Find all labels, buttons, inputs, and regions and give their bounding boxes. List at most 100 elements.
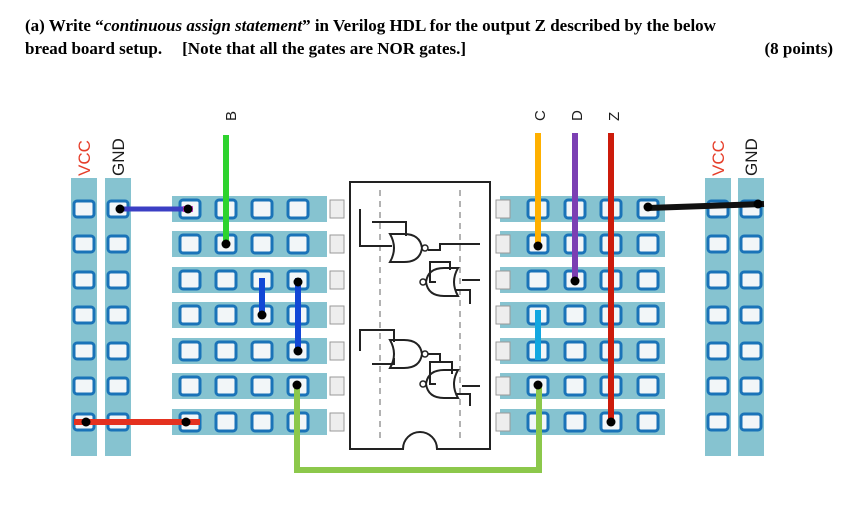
connection-dot <box>606 417 616 427</box>
breadboard-hole <box>178 233 202 255</box>
input-b-label: B <box>223 111 240 121</box>
breadboard-hole <box>178 375 202 397</box>
ic-pin-left <box>329 341 345 361</box>
wire-gnd-right <box>647 201 765 211</box>
breadboard-hole <box>250 375 274 397</box>
breadboard-hole <box>636 375 660 397</box>
breadboard-hole <box>636 304 660 326</box>
question-text: (a) Write “continuous assign statement” … <box>25 14 845 60</box>
rail-hole <box>739 341 763 361</box>
connection-dot <box>753 199 763 209</box>
input-c-label: C <box>532 110 549 121</box>
breadboard-hole <box>178 340 202 362</box>
rail-hole <box>739 234 763 254</box>
connection-dot <box>115 204 125 214</box>
breadboard-hole <box>214 375 238 397</box>
rail-hole <box>706 234 730 254</box>
input-d-label: D <box>569 110 586 121</box>
rail-hole <box>106 341 130 361</box>
nor-gate-bubble <box>419 380 427 388</box>
ic-pin-right <box>495 376 511 396</box>
breadboard-hole <box>250 233 274 255</box>
wires <box>74 133 765 473</box>
breadboard-hole <box>636 411 660 433</box>
breadboard-hole <box>178 269 202 291</box>
rail-hole <box>72 234 96 254</box>
rail-holes <box>72 199 763 432</box>
gate-lead <box>359 209 480 251</box>
left-vcc-label: VCC <box>75 140 94 176</box>
question-line2-text: bread board setup. <box>25 39 163 58</box>
breadboard-hole <box>563 340 587 362</box>
rail-hole <box>72 199 96 219</box>
connection-dots <box>81 199 763 427</box>
connection-dot <box>221 239 231 249</box>
nor-gate-symbol <box>419 267 460 297</box>
nor-gate-symbol <box>388 233 429 263</box>
ic-pin-left <box>329 376 345 396</box>
breadboard-hole <box>250 198 274 220</box>
breadboard-hole <box>214 411 238 433</box>
ic-pin-left <box>329 199 345 219</box>
rail-hole <box>739 376 763 396</box>
ic-pin-left <box>329 234 345 254</box>
wire-green-loop <box>294 385 542 473</box>
gate-lead <box>359 329 441 365</box>
nor-gate-bubble <box>419 278 427 286</box>
rail-hole <box>106 234 130 254</box>
rail-hole <box>739 412 763 432</box>
question-line-1: (a) Write “continuous assign statement” … <box>25 14 845 37</box>
rail-hole <box>739 270 763 290</box>
breadboard-hole <box>214 304 238 326</box>
connection-dot <box>293 346 303 356</box>
rail-hole <box>706 305 730 325</box>
breadboard-strips <box>172 196 665 435</box>
nor-gate-bubble <box>421 350 429 358</box>
breadboard-hole <box>636 340 660 362</box>
connection-dot <box>533 241 543 251</box>
rail-hole <box>106 376 130 396</box>
ic-pin-right <box>495 305 511 325</box>
question-line-2: bread board setup.[Note that all the gat… <box>25 37 845 60</box>
rail-hole <box>706 341 730 361</box>
nor-gate-ic-chip <box>349 181 491 450</box>
ic-pin-right <box>495 270 511 290</box>
ic-pins <box>329 199 511 432</box>
rail-hole <box>72 341 96 361</box>
rail-hole <box>706 412 730 432</box>
question-emphasis: continuous assign statement <box>103 16 303 35</box>
nor-gate-symbol <box>419 369 460 399</box>
nor-gate-body <box>424 267 460 297</box>
nor-gate-body <box>388 339 424 369</box>
right-vcc-label: VCC <box>709 140 728 176</box>
question-suffix: ” in Verilog HDL for the output Z descri… <box>302 16 716 35</box>
rail-hole <box>706 270 730 290</box>
breadboard-hole <box>636 269 660 291</box>
nor-gate-body <box>388 233 424 263</box>
ic-pin-left <box>329 270 345 290</box>
rail-hole <box>106 270 130 290</box>
nor-gate-body <box>424 369 460 399</box>
rail-hole <box>72 376 96 396</box>
breadboard-hole <box>636 233 660 255</box>
output-z-label: Z <box>606 112 623 121</box>
connection-dot <box>183 204 193 214</box>
breadboard-hole <box>286 198 310 220</box>
ic-pin-left <box>329 412 345 432</box>
nor-gates <box>359 209 480 406</box>
rail-hole <box>106 305 130 325</box>
gate-lead <box>429 361 480 406</box>
right-gnd-label: GND <box>742 138 761 176</box>
connection-dot <box>570 276 580 286</box>
connection-dot <box>81 417 91 427</box>
breadboard-hole <box>286 233 310 255</box>
breadboard-hole <box>563 375 587 397</box>
connection-dot <box>293 277 303 287</box>
breadboard-hole <box>214 340 238 362</box>
rail-hole <box>706 376 730 396</box>
connection-dot <box>533 380 543 390</box>
ic-pin-right <box>495 234 511 254</box>
nor-gate-bubble <box>421 244 429 252</box>
connection-dot <box>292 380 302 390</box>
